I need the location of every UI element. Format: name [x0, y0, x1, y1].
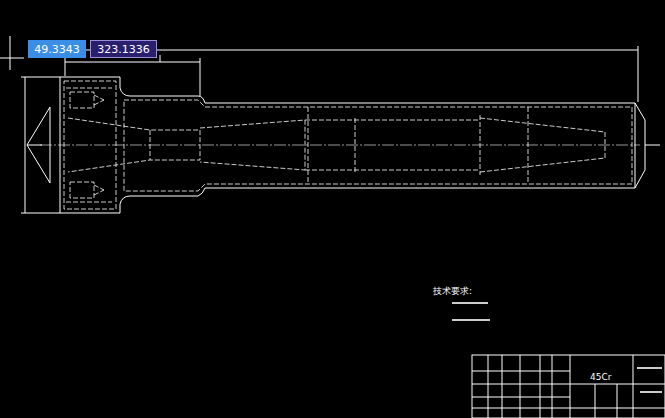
- drawing-note: 技术要求:: [433, 285, 472, 298]
- dynamic-input-box: 323.1336: [90, 40, 157, 58]
- dynamic-input-box: 49.3343: [28, 40, 86, 58]
- input-value: 323.1336: [97, 43, 150, 56]
- drawing-note: 45Cr: [590, 372, 611, 382]
- input-value: 49.3343: [34, 43, 80, 56]
